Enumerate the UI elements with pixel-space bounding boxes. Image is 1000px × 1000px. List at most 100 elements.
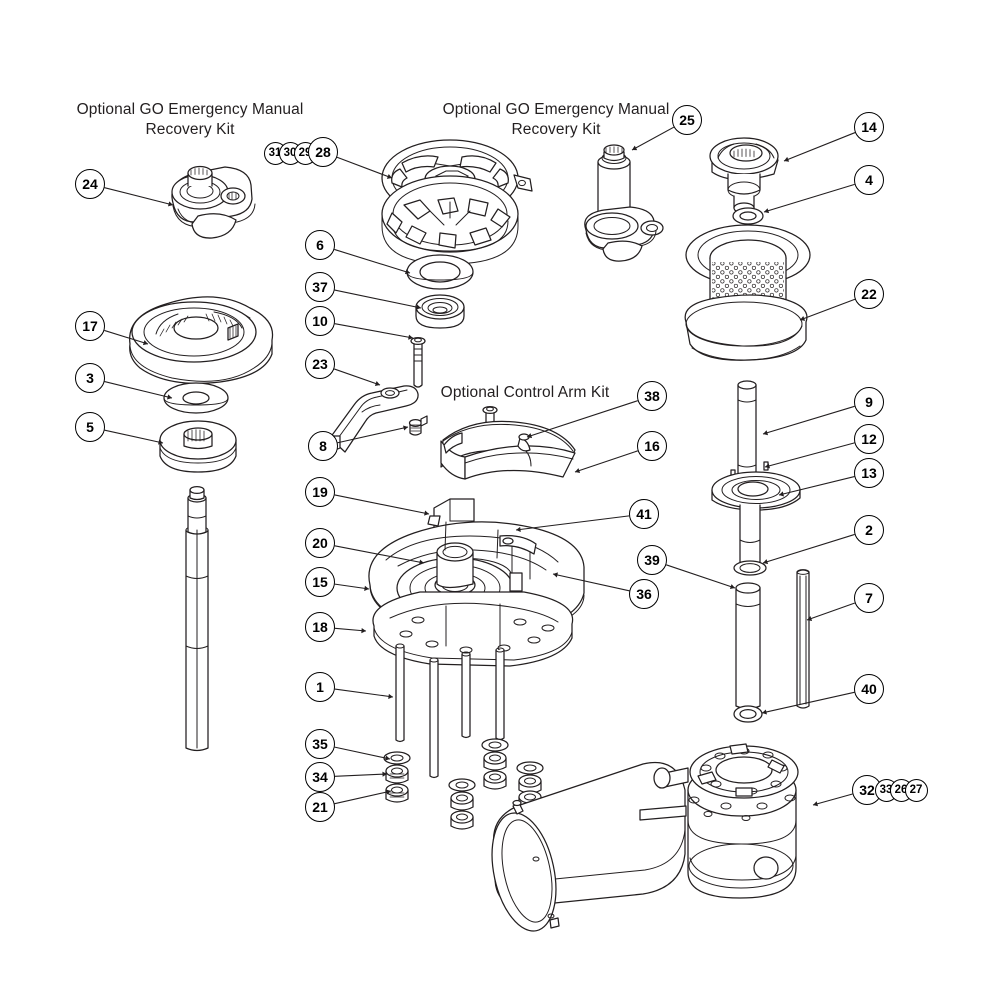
leader-arrow-15: [364, 585, 369, 591]
leader-line-8: [337, 426, 409, 444]
leader-line-10: [334, 323, 414, 339]
leader-line-3: [104, 381, 173, 399]
callout-bubble-37[interactable]: 37: [305, 272, 335, 302]
leader-arrow-5: [158, 439, 163, 445]
leader-line-34: [334, 773, 388, 777]
leader-line-18: [334, 627, 367, 632]
callout-bubble-24[interactable]: 24: [75, 169, 105, 199]
callout-bubble-5[interactable]: 5: [75, 412, 105, 442]
leader-arrow-3: [167, 394, 172, 400]
leader-arrow-9: [763, 430, 769, 436]
leader-arrow-10: [408, 334, 413, 340]
title-go-kit-left: Optional GO Emergency Manual Recovery Ki…: [76, 101, 304, 138]
callout-bubble-3[interactable]: 3: [75, 363, 105, 393]
leader-arrow-25: [632, 145, 638, 151]
leader-line-41: [515, 515, 630, 531]
leader-arrow-20: [419, 559, 424, 565]
callout-bubble-36[interactable]: 36: [629, 579, 659, 609]
title-control-arm: Optional Control Arm Kit: [440, 384, 610, 401]
leader-arrow-28: [386, 173, 392, 179]
leader-arrow-13: [779, 491, 784, 497]
callout-bubble-6[interactable]: 6: [305, 230, 335, 260]
leader-arrow-8: [403, 425, 408, 431]
callout-bubble-13[interactable]: 13: [854, 458, 884, 488]
callout-bubble-2[interactable]: 2: [854, 515, 884, 545]
part-10-bolt: [410, 336, 426, 388]
leader-arrow-40: [762, 709, 767, 715]
leader-arrow-22: [800, 315, 806, 321]
callout-bubble-25[interactable]: 25: [672, 105, 702, 135]
part-7-key-rod: [796, 569, 810, 709]
leader-line-35: [334, 746, 391, 760]
callout-bubble-39[interactable]: 39: [637, 545, 667, 575]
leader-line-21: [334, 790, 392, 805]
title-go-kit-right: Optional GO Emergency Manual Recovery Ki…: [442, 101, 670, 138]
leader-line-23: [333, 368, 381, 386]
leader-arrow-39: [729, 584, 735, 590]
part-15-gearbox-housing: [368, 521, 585, 667]
leader-arrow-6: [404, 269, 410, 275]
callout-bubble-35[interactable]: 35: [305, 729, 335, 759]
part-25-go-shaft: [584, 144, 664, 262]
callout-bubble-19[interactable]: 19: [305, 477, 335, 507]
part-14-clutch-nut: [709, 137, 779, 214]
leader-line-19: [334, 494, 430, 515]
leader-line-4: [763, 183, 855, 213]
callout-bubble-16[interactable]: 16: [637, 431, 667, 461]
callout-bubble-21[interactable]: 21: [305, 792, 335, 822]
part-3-washer: [163, 382, 229, 414]
leader-line-22: [799, 298, 856, 321]
callout-bubble-4[interactable]: 4: [854, 165, 884, 195]
callout-bubble-20[interactable]: 20: [305, 528, 335, 558]
leader-line-36: [552, 573, 630, 592]
callout-bubble-9[interactable]: 9: [854, 387, 884, 417]
callout-bubble-7[interactable]: 7: [854, 583, 884, 613]
leader-line-1: [334, 688, 394, 698]
leader-arrow-14: [784, 156, 790, 162]
leader-line-25: [631, 126, 675, 151]
leader-arrow-1: [388, 693, 393, 699]
leader-line-2: [762, 533, 855, 564]
callout-bubble-18[interactable]: 18: [305, 612, 335, 642]
leader-line-16: [574, 450, 638, 473]
callout-bubble-40[interactable]: 40: [854, 674, 884, 704]
callout-bubble-14[interactable]: 14: [854, 112, 884, 142]
leader-arrow-36: [553, 572, 558, 578]
leader-arrow-35: [385, 755, 390, 761]
callout-bubble-1[interactable]: 1: [305, 672, 335, 702]
callout-bubble-34[interactable]: 34: [305, 762, 335, 792]
callout-bubble-10[interactable]: 10: [305, 306, 335, 336]
leader-arrow-19: [424, 510, 429, 516]
leader-line-13: [778, 476, 855, 496]
callout-bubble-41[interactable]: 41: [629, 499, 659, 529]
part-8-setscrew: [408, 415, 428, 436]
callout-bubble-22[interactable]: 22: [854, 279, 884, 309]
callout-bubble-27[interactable]: 27: [904, 778, 928, 802]
leader-line-32: [812, 793, 853, 806]
callout-bubble-23[interactable]: 23: [305, 349, 335, 379]
callout-bubble-15[interactable]: 15: [305, 567, 335, 597]
leader-arrow-21: [386, 789, 391, 795]
leader-line-37: [334, 289, 422, 309]
part-1-studs: [395, 643, 505, 779]
callout-bubble-17[interactable]: 17: [75, 311, 105, 341]
callout-bubble-12[interactable]: 12: [854, 424, 884, 454]
callout-bubble-8[interactable]: 8: [308, 431, 338, 461]
leader-arrow-18: [361, 628, 366, 634]
callout-bubble-28[interactable]: 28: [308, 137, 338, 167]
leader-line-38: [526, 400, 638, 438]
leader-arrow-34: [382, 771, 387, 777]
leader-line-6: [334, 248, 411, 274]
part-24-go-socket: [171, 165, 256, 239]
leader-line-14: [783, 132, 856, 162]
part-9-drive-shaft: [711, 380, 801, 710]
leader-arrow-12: [765, 463, 771, 469]
leader-arrow-4: [764, 208, 770, 214]
part-40-oring: [733, 705, 763, 723]
part-32-motor-gearbox: [491, 743, 799, 932]
leader-line-5: [104, 429, 164, 444]
callout-bubble-38[interactable]: 38: [637, 381, 667, 411]
